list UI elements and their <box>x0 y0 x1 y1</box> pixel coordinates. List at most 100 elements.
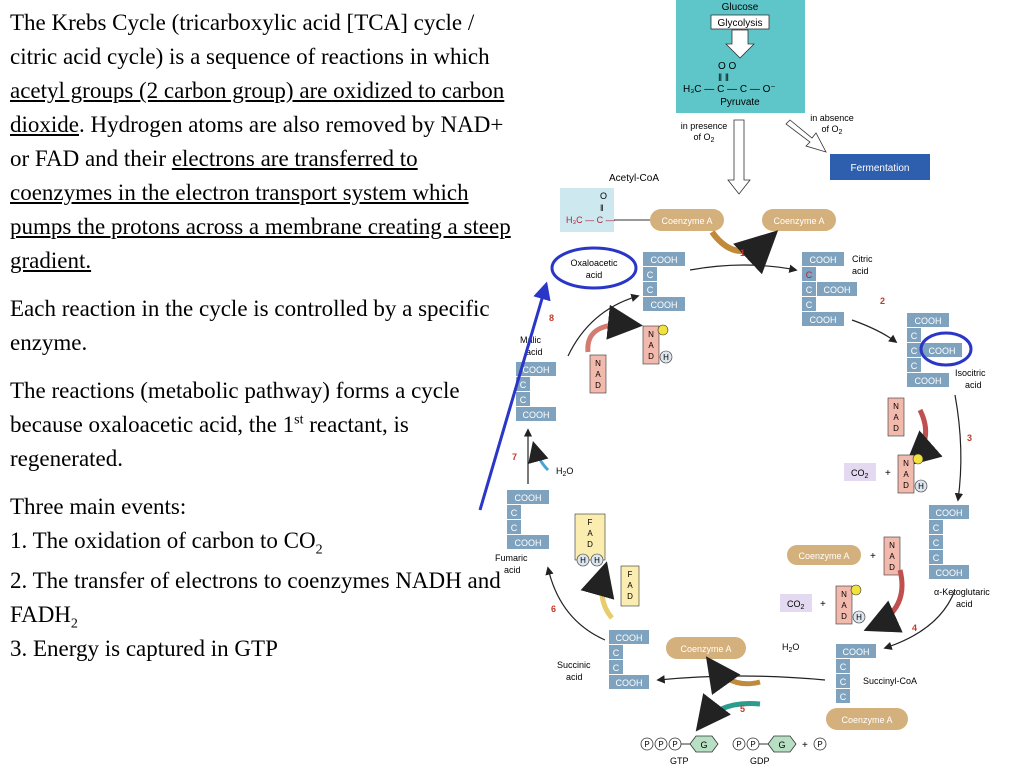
fermentation-box <box>830 154 930 180</box>
gtp-molecule: P P P G <box>640 735 719 753</box>
presence-arrow <box>727 119 751 195</box>
citric-acid-structure: COOH C C COOH C COOH <box>802 252 857 326</box>
svg-text:COOH: COOH <box>936 508 963 518</box>
svg-text:P: P <box>672 740 677 749</box>
svg-text:C: C <box>520 380 527 390</box>
oxaloacetic-highlight-circle <box>550 246 638 290</box>
svg-text:C: C <box>933 538 940 548</box>
svg-text:N: N <box>595 359 601 368</box>
step-4-nad: NAD <box>883 536 901 576</box>
coenzyme-a-pill-4 <box>666 637 746 659</box>
svg-text:P: P <box>736 740 741 749</box>
pyruvate-oxygens: O O <box>718 61 737 72</box>
ketoglutaric-label: α-Ketoglutaric <box>934 587 990 597</box>
oxaloacetic-acid-label: acid <box>586 270 603 280</box>
co2-box-2 <box>780 594 812 612</box>
of-o2-absence-label: of O2 <box>822 124 843 136</box>
step-3-arrow <box>954 394 964 502</box>
svg-text:C: C <box>613 663 620 673</box>
svg-text:A: A <box>587 529 593 538</box>
fumaric-label: Fumaric <box>495 553 528 563</box>
svg-text:A: A <box>893 413 899 422</box>
co2-label-2: CO2 <box>787 599 805 611</box>
svg-text:D: D <box>903 481 909 490</box>
svg-text:C: C <box>840 677 847 687</box>
svg-text:COOH: COOH <box>810 255 837 265</box>
svg-text:N: N <box>893 402 899 411</box>
acetyl-formula: H₃C — C — <box>566 215 615 225</box>
fumaric-acid-structure: COOH C C COOH <box>507 490 549 549</box>
step-3-nadh: NAD H <box>897 453 928 494</box>
succinic-label: Succinic <box>557 660 591 670</box>
svg-text:COOH: COOH <box>616 633 643 643</box>
svg-text:H: H <box>594 556 600 565</box>
annotation-arrow-to-oxaloacetic <box>478 281 551 511</box>
paragraph-krebs-intro: The Krebs Cycle (tricarboxylic acid [TCA… <box>10 6 525 278</box>
citric-label: Citric <box>852 254 873 264</box>
svg-text:COOH: COOH <box>843 647 870 657</box>
step-7-number: 7 <box>512 452 517 462</box>
gdp-label: GDP <box>750 756 770 766</box>
isocitric-acid-structure: COOH C C COOH C COOH <box>907 313 962 387</box>
svg-text:D: D <box>841 612 847 621</box>
plus-sign-2: + <box>870 551 876 562</box>
svg-text:COOH: COOH <box>515 538 542 548</box>
absence-arrow <box>785 119 827 153</box>
svg-text:N: N <box>841 590 847 599</box>
step-5-coa-arrow <box>705 656 761 695</box>
svg-text:COOH: COOH <box>810 315 837 325</box>
svg-text:C: C <box>933 553 940 563</box>
oxaloacetic-label: Oxaloacetic <box>570 258 618 268</box>
svg-text:C: C <box>511 508 518 518</box>
step-1-number: 1 <box>740 248 745 258</box>
citric-acid-label: acid <box>852 266 869 276</box>
svg-text:COOH: COOH <box>936 568 963 578</box>
step-4-number: 4 <box>912 623 917 633</box>
step-3-nad: NAD <box>887 397 905 437</box>
glycolysis-box <box>710 14 770 30</box>
paragraph-cycle: The reactions (metabolic pathway) forms … <box>10 374 525 476</box>
coenzyme-a-pill-3 <box>787 545 861 565</box>
svg-text:C: C <box>520 395 527 405</box>
svg-text:H: H <box>918 482 924 491</box>
step-1-arrow <box>689 264 798 273</box>
event-2-text: 2. The transfer of electrons to coenzyme… <box>10 568 501 627</box>
step-8-nad: NAD <box>589 354 607 394</box>
isocitric-label: Isocitric <box>955 368 986 378</box>
succinic-acid-structure: COOH C C COOH <box>609 630 649 689</box>
svg-text:C: C <box>647 270 654 280</box>
cycle-text-b: reactant, is regenerated. <box>10 412 409 471</box>
paragraph-events-title: Three main events: <box>10 494 187 519</box>
acetyl-double-bond: ‖ <box>600 203 604 213</box>
isocitric-acid-label: acid <box>965 380 982 390</box>
svg-text:C: C <box>911 361 918 371</box>
malic-acid-label: acid <box>526 347 543 357</box>
svg-text:C: C <box>840 692 847 702</box>
intro-text-a: The Krebs Cycle (tricarboxylic acid [TCA… <box>10 10 490 69</box>
svg-text:C: C <box>511 523 518 533</box>
glucose-label: Glucose <box>722 2 759 13</box>
h2o-label-5: H2O <box>782 642 799 654</box>
step-6-fad-arrow <box>580 561 615 620</box>
svg-text:COOH: COOH <box>523 365 550 375</box>
step-7-water-arrow <box>528 440 550 472</box>
step-6-number: 6 <box>551 604 556 614</box>
cycle-sup: st <box>294 412 304 428</box>
fermentation-label: Fermentation <box>851 163 910 174</box>
glycolysis-arrow <box>725 29 755 59</box>
svg-text:N: N <box>889 541 895 550</box>
step-6-fad: FAD <box>620 565 640 607</box>
coenzyme-a-pill-1 <box>650 209 724 231</box>
svg-text:H: H <box>856 613 862 622</box>
svg-text:P: P <box>658 740 663 749</box>
event-3: 3. Energy is captured in GTP <box>10 636 278 661</box>
step-4-arrow <box>883 589 956 650</box>
svg-text:A: A <box>648 341 654 350</box>
gtp-label: GTP <box>670 756 689 766</box>
step-3-number: 3 <box>967 433 972 443</box>
svg-text:C: C <box>911 346 918 356</box>
pyruvate-label: Pyruvate <box>720 97 760 108</box>
svg-text:P: P <box>644 740 649 749</box>
svg-text:+: + <box>802 740 808 751</box>
